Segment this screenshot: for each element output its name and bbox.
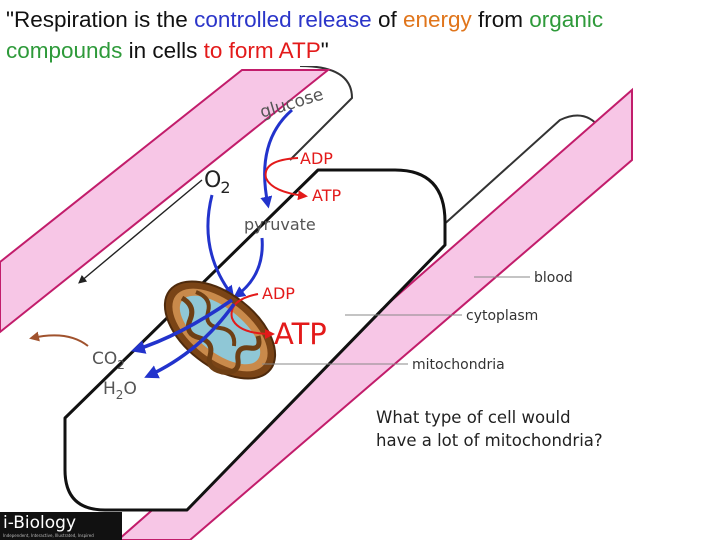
adp-label-mito: ADP — [262, 284, 295, 303]
atp-label-top: ATP — [312, 186, 341, 205]
title-segment: energy — [402, 7, 472, 32]
adp-label-top: ADP — [300, 149, 333, 168]
mitochondria-atp-arrow — [230, 293, 275, 339]
pyruvate-label: pyruvate — [244, 215, 316, 234]
co2-to-blood-arrow — [29, 331, 89, 347]
title-segment: compounds — [6, 38, 123, 63]
blood-vessel-upper — [0, 69, 331, 334]
title-segment: from — [471, 7, 530, 32]
logo-name: i-Biology — [3, 513, 77, 533]
title-segment: of — [371, 7, 403, 32]
glucose-arrow — [260, 108, 293, 209]
ibiology-logo: i-Biology Independent, Interactive, Illu… — [0, 512, 122, 540]
oxygen-label: O2 — [204, 168, 231, 197]
blood-label: blood — [534, 270, 573, 286]
question-line: have a lot of mitochondria? — [376, 431, 603, 450]
title-segment: organic — [529, 7, 604, 32]
water-label: H2O — [103, 379, 137, 402]
title-segment: " — [320, 38, 329, 63]
slide-title: "Respiration is the controlled release o… — [6, 4, 714, 66]
co2-arrow — [130, 298, 233, 354]
cytoplasm-label: cytoplasm — [466, 308, 538, 324]
water-arrow — [144, 302, 236, 379]
neighbour-cell-outline — [289, 66, 354, 161]
co2-label: CO2 — [92, 349, 125, 372]
title-segment: to form ATP — [203, 38, 321, 63]
glycolysis-atp-arrow — [264, 157, 308, 201]
title-segment: in cells — [122, 38, 204, 63]
title-segment: controlled release — [194, 7, 372, 32]
question-line: What type of cell would — [376, 408, 571, 427]
mitochondrion — [163, 280, 277, 380]
atp-label-big: ATP — [274, 317, 327, 351]
pyruvate-arrow — [233, 237, 264, 299]
title-segment: "Respiration is the — [6, 7, 195, 32]
question-text: What type of cell would have a lot of mi… — [376, 406, 603, 452]
oxygen-flow-arrow — [78, 179, 203, 284]
oxygen-arrow — [206, 194, 235, 298]
logo-tagline: Independent, Interactive, Illustrated, I… — [3, 533, 94, 538]
mitochondria-label: mitochondria — [412, 357, 505, 373]
